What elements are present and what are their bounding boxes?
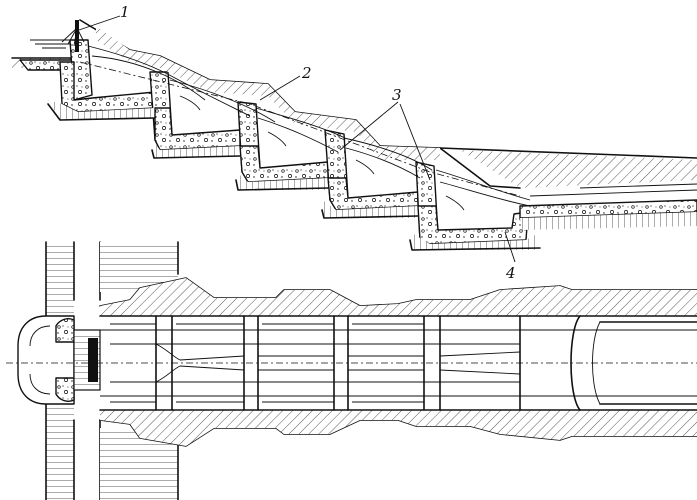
headworks-plan <box>17 315 101 405</box>
plan-channel <box>99 315 697 411</box>
section-centreline <box>79 61 521 197</box>
plan-cross-lines <box>110 323 424 403</box>
headworks-gate <box>61 20 93 101</box>
longitudinal-section: 1 2 3 4 <box>11 3 697 282</box>
callout-3: 3 <box>392 86 402 104</box>
callout-1: 1 <box>120 3 130 21</box>
plan-step-segments <box>155 315 521 411</box>
callout-2: 2 <box>301 64 312 82</box>
drop-step-1 <box>47 61 173 141</box>
plan-view <box>6 241 697 500</box>
callout-4: 4 <box>505 264 516 282</box>
downstream-channel <box>439 147 697 230</box>
leader-lines <box>78 15 516 263</box>
